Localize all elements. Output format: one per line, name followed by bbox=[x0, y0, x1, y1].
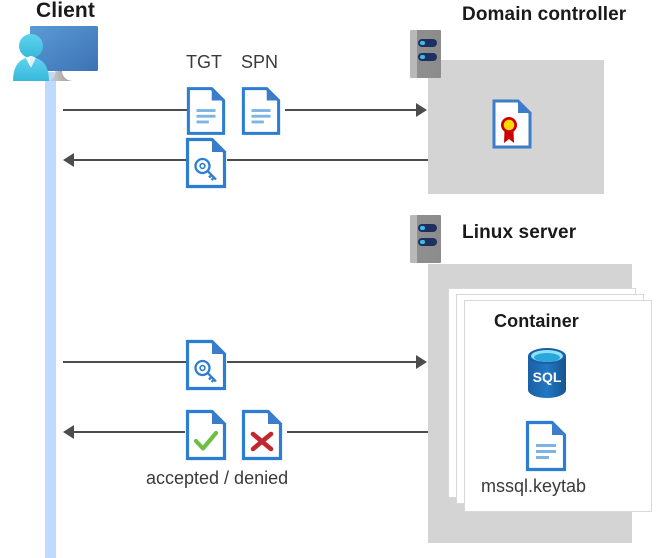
keytab-document-icon bbox=[525, 420, 567, 477]
message-line-ticket-right bbox=[227, 159, 428, 161]
server-rack-icon bbox=[410, 30, 441, 78]
accepted-denied-caption: accepted / denied bbox=[146, 468, 289, 488]
message-line-request-right bbox=[285, 109, 417, 111]
container-title: Container bbox=[494, 311, 579, 331]
service-ticket-key-document-icon bbox=[185, 339, 227, 396]
arrow-head-right-to-linux-server bbox=[416, 355, 427, 369]
domain-controller-title: Domain controller bbox=[462, 4, 627, 25]
message-line-present-left bbox=[63, 361, 186, 363]
certificate-document-icon bbox=[492, 99, 660, 149]
sql-database-icon: SQL bbox=[524, 348, 570, 403]
client-label: Client bbox=[36, 0, 95, 22]
client-lifeline bbox=[45, 72, 56, 558]
svg-text:SQL: SQL bbox=[533, 369, 562, 385]
tgt-document-icon bbox=[186, 86, 226, 141]
server-rack-icon bbox=[410, 215, 441, 263]
tgt-label: TGT bbox=[186, 52, 222, 72]
message-line-ticket-left bbox=[74, 159, 186, 161]
client-computer-icon bbox=[8, 22, 108, 90]
linux-server-title: Linux server bbox=[462, 222, 577, 243]
message-line-request-left bbox=[63, 109, 187, 111]
spn-document-icon bbox=[241, 86, 281, 141]
accepted-check-document-icon bbox=[185, 409, 227, 466]
message-line-result-right bbox=[287, 431, 428, 433]
service-ticket-key-document-icon bbox=[185, 137, 227, 194]
arrow-head-left-to-client-lower bbox=[63, 425, 74, 439]
message-line-present-right bbox=[227, 361, 417, 363]
message-line-result-left bbox=[74, 431, 185, 433]
spn-label: SPN bbox=[241, 52, 279, 72]
arrow-head-left-to-client-upper bbox=[63, 153, 74, 167]
denied-cross-document-icon bbox=[241, 409, 283, 466]
arrow-head-right-to-domain-controller bbox=[416, 103, 427, 117]
container-card-front bbox=[464, 300, 652, 512]
keytab-filename-label: mssql.keytab bbox=[481, 476, 587, 496]
